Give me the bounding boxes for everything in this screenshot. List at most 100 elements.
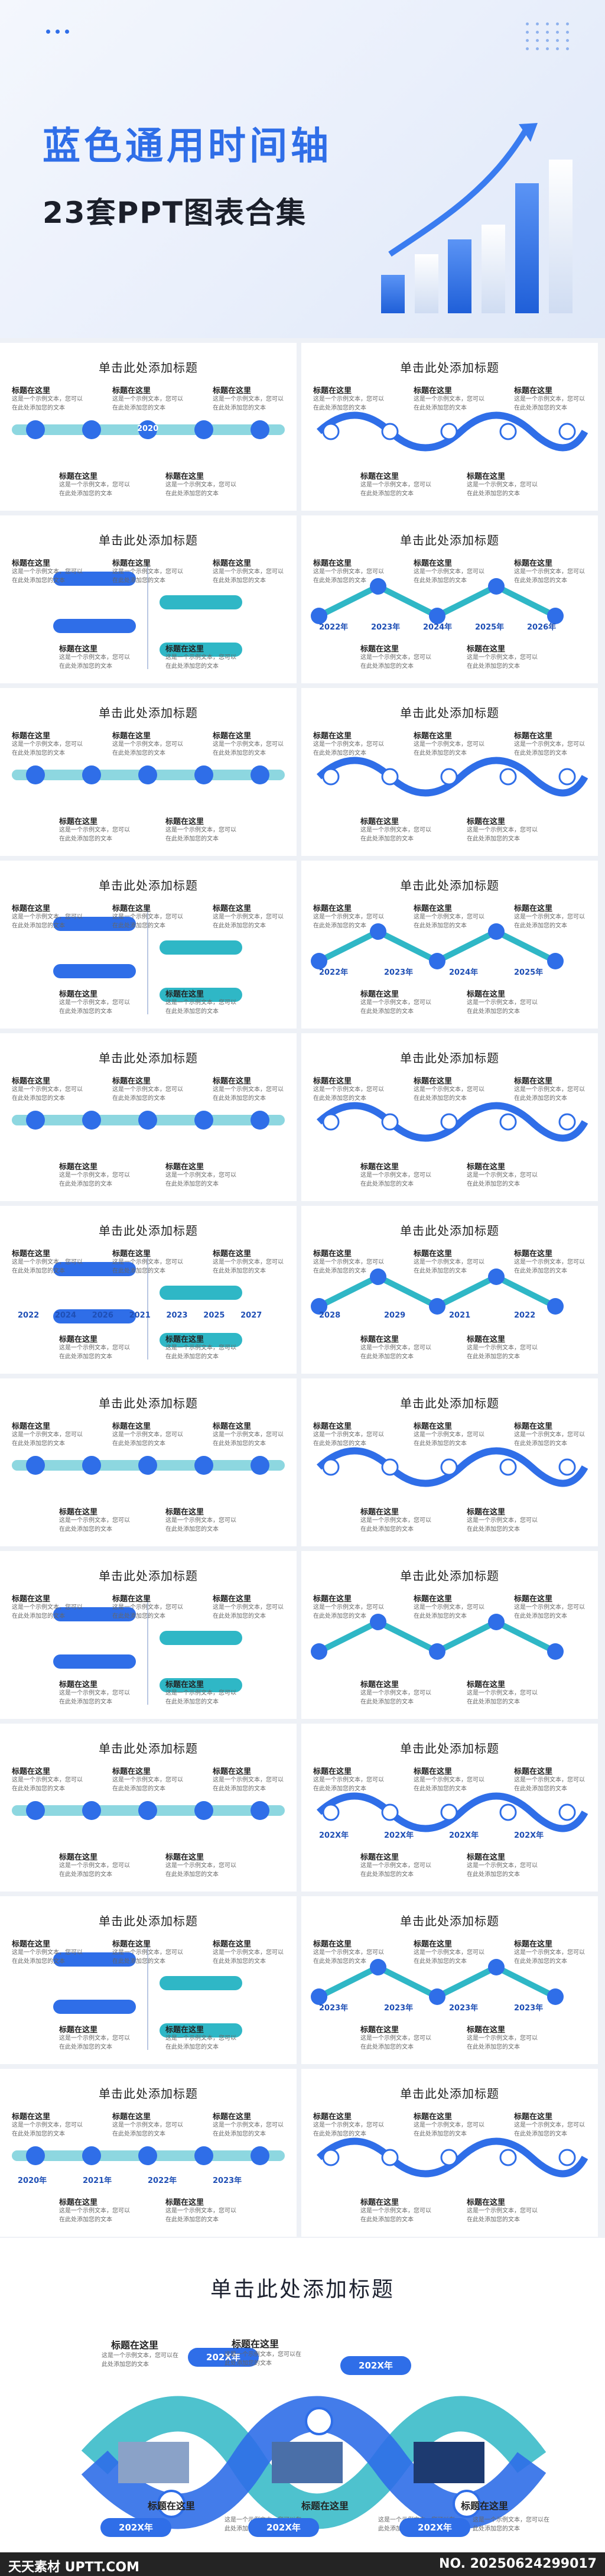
- item-text: 这是一个示例文本，您可以在此处添加您的文本: [514, 1604, 585, 1620]
- item-title: 标题在这里: [59, 817, 98, 826]
- year-label: 2020年: [18, 2176, 47, 2185]
- slide-title: 单击此处添加标题: [400, 878, 499, 893]
- item-title: 标题在这里: [59, 472, 98, 481]
- item-text: 这是一个示例文本，您可以在此处添加您的文本: [213, 1432, 284, 1447]
- item-title: 标题在这里: [514, 1422, 553, 1431]
- item-title: 标题在这里: [467, 1853, 506, 1862]
- item-text: 这是一个示例文本，您可以在此处添加您的文本: [165, 1172, 236, 1188]
- item-text: 这是一个示例文本，您可以在此处添加您的文本: [213, 2122, 284, 2137]
- item-title: 标题在这里: [59, 2026, 98, 2035]
- item-text: 这是一个示例文本，您可以在此处添加您的文本: [467, 1345, 538, 1360]
- item-title: 标题在这里: [12, 1077, 51, 1086]
- item-title: 标题在这里: [360, 1163, 399, 1172]
- item-text: 这是一个示例文本，您可以在此处添加您的文本: [467, 1690, 538, 1705]
- year-label: 2026: [92, 1311, 113, 1320]
- timeline-graphic: [53, 1598, 242, 1705]
- final-slide: 单击此处添加标题 标题在这里 这是一个示例文本，您可以在此处添加您的文本 202…: [0, 2238, 605, 2576]
- item-title: 标题在这里: [414, 1077, 453, 1086]
- item-title: 标题在这里: [414, 559, 453, 568]
- item-text: 这是一个示例文本，您可以在此处添加您的文本: [112, 914, 183, 929]
- item-text: 这是一个示例文本，您可以在此处添加您的文本: [313, 1432, 384, 1447]
- item-title: 标题在这里: [165, 472, 204, 481]
- timeline-graphic: [311, 1614, 564, 1660]
- slide-title: 单击此处添加标题: [99, 878, 198, 893]
- slide-card: 单击此处添加标题标题在这里这是一个示例文本，您可以在此处添加您的文本标题在这里这…: [0, 861, 297, 1029]
- item-text: 这是一个示例文本，您可以在此处添加您的文本: [414, 741, 484, 757]
- slide-title: 单击此处添加标题: [400, 1051, 499, 1065]
- item-text: 这是一个示例文本，您可以在此处添加您的文本: [313, 2122, 384, 2137]
- item-text: 这是一个示例文本，您可以在此处添加您的文本: [213, 1777, 284, 1792]
- item-title: 标题在这里: [514, 1077, 553, 1086]
- item-text: 这是一个示例文本，您可以在此处添加您的文本: [514, 741, 585, 757]
- year-label: 2029: [384, 1311, 406, 1320]
- slide-card: 单击此处添加标题标题在这里这是一个示例文本，您可以在此处添加您的文本标题在这里这…: [0, 1551, 297, 1719]
- item-title: 标题在这里: [213, 1595, 252, 1604]
- year-label: 2023年: [384, 2004, 414, 2013]
- item-title: 标题在这里: [12, 2113, 51, 2121]
- slide-card: 单击此处添加标题标题在这里这是一个示例文本，您可以在此处添加您的文本标题在这里这…: [0, 343, 297, 511]
- item-text: 这是一个示例文本，您可以在此处添加您的文本: [514, 2122, 585, 2137]
- watermark-footer: 天天素材 UPTT.COM NO. 2025062429​9017: [0, 2552, 605, 2576]
- item-text: 这是一个示例文本，您可以在此处添加您的文本: [514, 1949, 585, 1965]
- item-title: 标题在这里: [213, 1077, 252, 1086]
- item-text: 这是一个示例文本，您可以在此处添加您的文本: [59, 2208, 130, 2223]
- item-title: 标题在这里: [59, 2198, 98, 2207]
- item-title: 标题在这里: [165, 1853, 204, 1862]
- slide-card: 单击此处添加标题标题在这里这是一个示例文本，您可以在此处添加您的文本标题在这里这…: [0, 1724, 297, 1892]
- item-text: 这是一个示例文本，您可以在此处添加您的文本: [360, 827, 431, 842]
- item-title: 标题在这里: [165, 645, 204, 654]
- item-text: 这是一个示例文本，您可以在此处添加您的文本: [313, 1259, 384, 1274]
- item-text: 这是一个示例文本，您可以在此处添加您的文本: [467, 1172, 538, 1188]
- item-title: 标题在这里: [360, 990, 399, 999]
- item-text: 这是一个示例文本，您可以在此处添加您的文本: [313, 1777, 384, 1792]
- item-title: 标题在这里: [313, 387, 352, 395]
- item-text: 这是一个示例文本，您可以在此处添加您的文本: [514, 569, 585, 584]
- item-text: 这是一个示例文本，您可以在此处添加您的文本: [213, 914, 284, 929]
- item-title: 标题在这里: [467, 1335, 506, 1344]
- item-title: 标题在这里: [112, 1767, 151, 1776]
- item-title: 标题在这里: [360, 2026, 399, 2035]
- item-title: 标题在这里: [514, 1940, 553, 1949]
- item-title: 标题在这里: [313, 2113, 352, 2121]
- item-text: 这是一个示例文本，您可以在此处添加您的文本: [360, 1517, 431, 1533]
- item-text: 这是一个示例文本，您可以在此处添加您的文本: [414, 1432, 484, 1447]
- year-label: 202X年: [319, 1831, 349, 1840]
- item-text: 这是一个示例文本，您可以在此处添加您的文本: [414, 1604, 484, 1620]
- item-text: 这是一个示例文本，您可以在此处添加您的文本: [360, 482, 431, 497]
- item-title: 标题在这里: [213, 1422, 252, 1431]
- item-text: 这是一个示例文本，您可以在此处添加您的文本: [313, 914, 384, 929]
- item-title: 标题在这里: [12, 1940, 51, 1949]
- item-title: 标题在这里: [213, 1250, 252, 1258]
- item-title: 标题在这里: [414, 904, 453, 913]
- year-label: 2022: [514, 1311, 536, 1320]
- item-text: 这是一个示例文本，您可以在此处添加您的文本: [213, 1259, 284, 1274]
- slide-card: 单击此处添加标题标题在这里这是一个示例文本，您可以在此处添加您的文本标题在这里这…: [0, 1033, 297, 1201]
- item-title: 标题在这里: [165, 1335, 204, 1344]
- timeline-graphic: [311, 923, 564, 969]
- slide-card: 单击此处添加标题标题在这里这是一个示例文本，您可以在此处添加您的文本标题在这里这…: [0, 1896, 297, 2064]
- item-title: 标题在这里: [112, 732, 151, 741]
- slide-card: 单击此处添加标题标题在这里这是一个示例文本，您可以在此处添加您的文本标题在这里这…: [301, 515, 598, 683]
- item-text: 这是一个示例文本，您可以在此处添加您的文本: [59, 1863, 130, 1878]
- item-title: 标题在这里: [112, 1077, 151, 1086]
- item-title: 标题在这里: [467, 1163, 506, 1172]
- slide-title: 单击此处添加标题: [99, 361, 198, 375]
- slide-card: 单击此处添加标题标题在这里这是一个示例文本，您可以在此处添加您的文本标题在这里这…: [0, 2069, 297, 2237]
- item-text: 这是一个示例文本，您可以在此处添加您的文本: [112, 1086, 183, 1102]
- final-item-text: 这是一个示例文本，您可以在此处添加您的文本: [473, 2517, 549, 2532]
- item-title: 标题在这里: [467, 1680, 506, 1689]
- item-text: 这是一个示例文本，您可以在此处添加您的文本: [12, 1086, 83, 1102]
- final-year-pill: 202X年: [248, 2518, 319, 2537]
- item-title: 标题在这里: [467, 645, 506, 654]
- item-title: 标题在这里: [165, 1508, 204, 1517]
- item-text: 这是一个示例文本，您可以在此处添加您的文本: [213, 1086, 284, 1102]
- year-label: 2023年: [514, 2004, 544, 2013]
- item-title: 标题在这里: [313, 1250, 352, 1258]
- item-title: 标题在这里: [59, 645, 98, 654]
- year-label: 2022年: [319, 623, 349, 632]
- year-label: 2024: [54, 1311, 77, 1320]
- item-title: 标题在这里: [213, 559, 252, 568]
- final-year-pill: 202X年: [100, 2518, 171, 2537]
- final-item-title: 标题在这里: [461, 2500, 509, 2512]
- item-text: 这是一个示例文本，您可以在此处添加您的文本: [414, 569, 484, 584]
